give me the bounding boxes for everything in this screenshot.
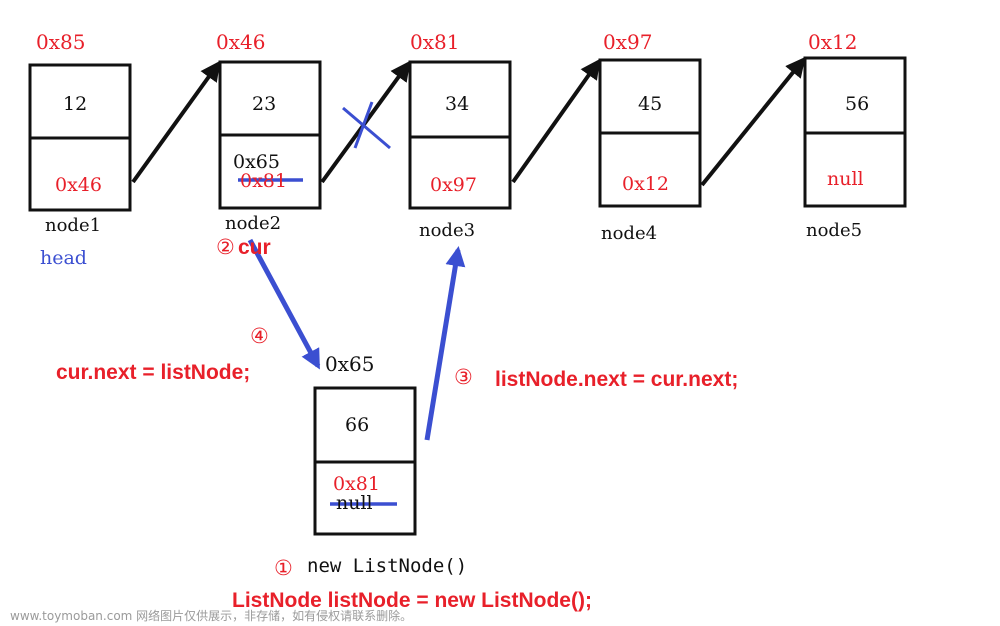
step-1-number: ① bbox=[274, 556, 293, 580]
node5-box bbox=[803, 56, 907, 208]
node5-value: 56 bbox=[845, 93, 870, 115]
node1-value: 12 bbox=[63, 93, 88, 115]
new-node-next-old: null bbox=[336, 492, 373, 514]
step-4-code: cur.next = listNode; bbox=[56, 361, 251, 384]
node1-label: node1 bbox=[45, 215, 102, 236]
head-label: head bbox=[40, 247, 87, 269]
node3-value: 34 bbox=[445, 93, 470, 115]
node1-address: 0x85 bbox=[36, 30, 86, 54]
new-node-box bbox=[313, 386, 417, 536]
watermark-text: www.toymoban.com 网络图片仅供展示，非存储，如有侵权请联系删除。 bbox=[10, 609, 413, 623]
node3-address: 0x81 bbox=[410, 30, 460, 54]
node3-box bbox=[408, 60, 512, 210]
cur-label: cur bbox=[238, 236, 271, 259]
step-1-text: new ListNode() bbox=[307, 555, 468, 577]
node4-value: 45 bbox=[638, 93, 663, 115]
code-line: ListNode listNode = new ListNode(); bbox=[232, 589, 592, 612]
node1-next: 0x46 bbox=[55, 174, 102, 196]
node2-label: node2 bbox=[225, 213, 282, 234]
node2-value: 23 bbox=[252, 93, 277, 115]
node3-next: 0x97 bbox=[430, 174, 477, 196]
arrow-node1-to-node2 bbox=[131, 60, 221, 184]
node4-next: 0x12 bbox=[622, 173, 669, 195]
arrow-new-node-to-node3 bbox=[424, 246, 466, 441]
node2-address: 0x46 bbox=[216, 30, 266, 54]
new-node-value: 66 bbox=[345, 414, 370, 436]
node4-label: node4 bbox=[601, 223, 658, 244]
step-3-number: ③ bbox=[454, 365, 473, 389]
node2-next-old: 0x81 bbox=[240, 170, 287, 192]
broken-link-x-icon bbox=[342, 101, 391, 150]
node5-next: null bbox=[827, 168, 864, 190]
node4-box bbox=[598, 58, 702, 208]
node1-box bbox=[28, 63, 132, 212]
node5-address: 0x12 bbox=[808, 30, 858, 54]
node2-next-new: 0x65 bbox=[233, 151, 280, 173]
arrow-cur-to-new-node bbox=[247, 238, 321, 370]
node4-address: 0x97 bbox=[603, 30, 653, 54]
arrow-node3-to-node4 bbox=[511, 58, 601, 184]
arrow-node4-to-node5 bbox=[700, 56, 806, 187]
step-4-number: ④ bbox=[250, 324, 269, 348]
new-node-address: 0x65 bbox=[325, 352, 375, 376]
new-node-next-new: 0x81 bbox=[333, 473, 380, 495]
node5-label: node5 bbox=[806, 220, 863, 241]
node2-box bbox=[218, 60, 322, 210]
step-3-code: listNode.next = cur.next; bbox=[495, 368, 739, 391]
node3-label: node3 bbox=[419, 220, 476, 241]
cur-step-number: ② bbox=[216, 235, 235, 259]
